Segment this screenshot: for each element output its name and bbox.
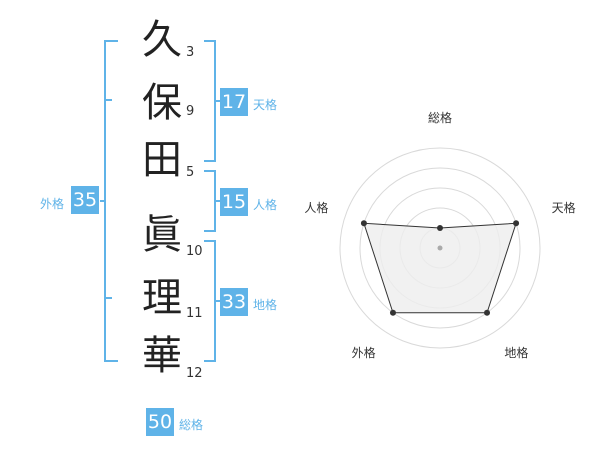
stroke-count-1: 3 [186, 45, 195, 60]
jinkaku-label: 人格 [253, 198, 278, 212]
name-char-1: 久 [142, 17, 182, 63]
stroke-count-5: 11 [186, 306, 203, 321]
radar-grid-ring [359, 167, 521, 329]
chikaku-value-badge: 33 [220, 288, 248, 316]
jinkaku-value-badge: 15 [220, 188, 248, 216]
tenkaku-label: 天格 [253, 98, 278, 112]
gaikaku-tick-top [104, 99, 112, 101]
stroke-count-2: 9 [186, 104, 195, 119]
soukaku-label: 総格 [179, 418, 204, 432]
radar-axis-label-gaikaku: 外格 [352, 345, 376, 360]
radar-point [484, 309, 491, 316]
gaikaku-label: 外格 [40, 197, 65, 211]
stroke-count-4: 10 [186, 244, 203, 259]
jinkaku-connector [214, 200, 220, 202]
tenkaku-value-badge: 17 [220, 88, 248, 116]
radar-center [437, 245, 443, 251]
radar-point [389, 309, 396, 316]
name-char-2: 保 [142, 80, 182, 126]
gaikaku-tick-bottom [104, 297, 112, 299]
chikaku-connector [214, 300, 220, 302]
radar-axis-label-tenkaku: 天格 [552, 200, 576, 215]
stroke-count-3: 5 [186, 165, 195, 180]
gaikaku-value-badge: 35 [71, 186, 99, 214]
radar-area [363, 222, 517, 314]
radar-axis-label-jinkaku: 人格 [304, 200, 328, 215]
chikaku-label: 地格 [253, 298, 278, 312]
radar-point [513, 220, 520, 227]
name-char-6: 華 [142, 333, 182, 379]
name-char-4: 眞 [142, 212, 182, 258]
radar-axis-label-soukaku: 総格 [428, 110, 452, 125]
stroke-count-6: 12 [186, 366, 203, 381]
radar-grid-ring [339, 147, 541, 349]
gaikaku-connector [100, 200, 106, 202]
name-char-5: 理 [142, 275, 182, 321]
radar-point [437, 225, 443, 231]
radar-point [360, 220, 367, 227]
tenkaku-connector [214, 100, 220, 102]
soukaku-value-badge: 50 [146, 408, 174, 436]
radar-points [360, 220, 520, 316]
radar-axis-label-chikaku: 地格 [504, 345, 528, 360]
name-char-3: 田 [142, 137, 182, 183]
